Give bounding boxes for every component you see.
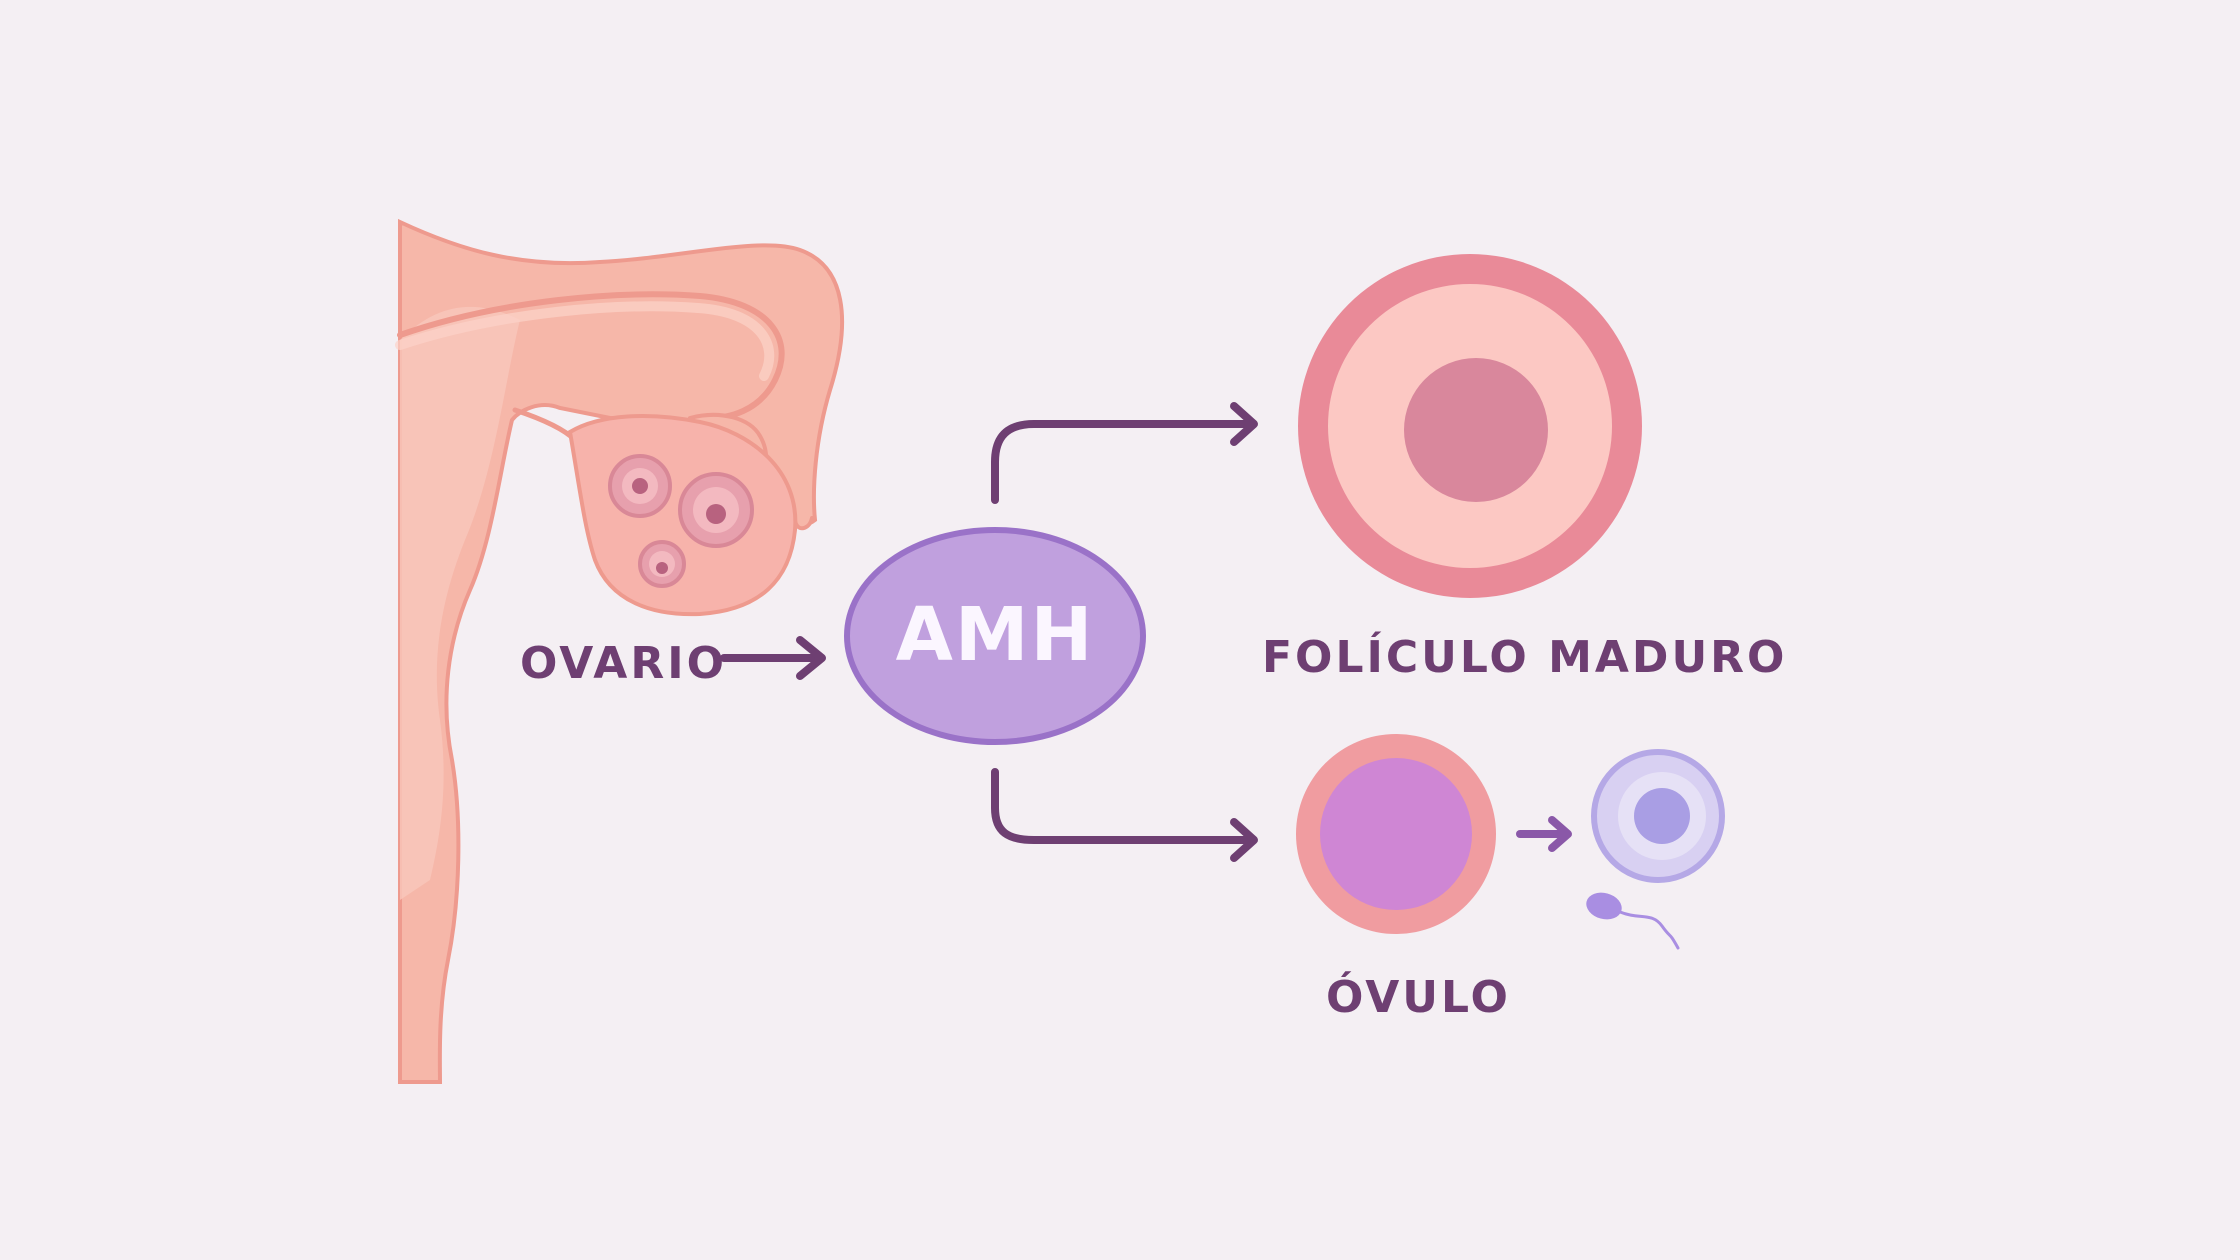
ovary-follicles	[608, 454, 754, 588]
ovum-label: ÓVULO	[1326, 972, 1511, 1023]
arrow-ovario-to-amh	[720, 636, 826, 680]
uterus-ovary-illustration	[395, 218, 845, 1084]
arrow-amh-to-follicle	[991, 402, 1258, 504]
fertilized-cell-icon	[1591, 749, 1725, 883]
arrow-amh-to-ovum	[991, 768, 1258, 862]
uterus-inner	[400, 306, 520, 900]
amh-blob	[844, 527, 1146, 745]
sperm-icon	[1586, 892, 1680, 950]
arrow-ovum-to-cell	[1516, 816, 1572, 852]
mature-follicle-icon	[1298, 254, 1642, 598]
fallopian-tube	[397, 291, 785, 422]
amh-label: AMH	[895, 592, 1095, 678]
ovario-label: OVARIO	[520, 638, 727, 689]
ovum-icon	[1296, 734, 1496, 934]
mature-follicle-label: FOLÍCULO MADURO	[1262, 632, 1788, 683]
